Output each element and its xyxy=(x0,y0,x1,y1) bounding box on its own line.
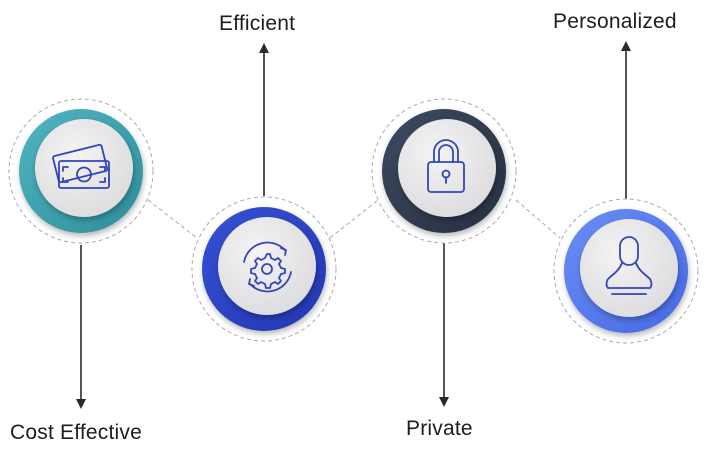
connector-1 xyxy=(147,199,198,239)
label-cost-effective: Cost Effective xyxy=(10,421,142,444)
connector-3 xyxy=(515,199,561,239)
person-icon xyxy=(605,236,653,295)
label-efficient: Efficient xyxy=(219,12,296,35)
gear-cycle-icon xyxy=(243,241,292,293)
padlock-icon xyxy=(427,139,465,193)
node-private xyxy=(371,98,517,244)
money-icon xyxy=(52,143,110,189)
node-efficient xyxy=(191,196,337,342)
label-personalized: Personalized xyxy=(553,10,677,33)
connector-2 xyxy=(329,199,379,239)
arrows xyxy=(76,41,631,409)
node-personalized xyxy=(553,198,699,344)
node-cost-effective xyxy=(8,98,154,244)
label-private: Private xyxy=(406,417,473,440)
connector-lines xyxy=(147,199,561,239)
